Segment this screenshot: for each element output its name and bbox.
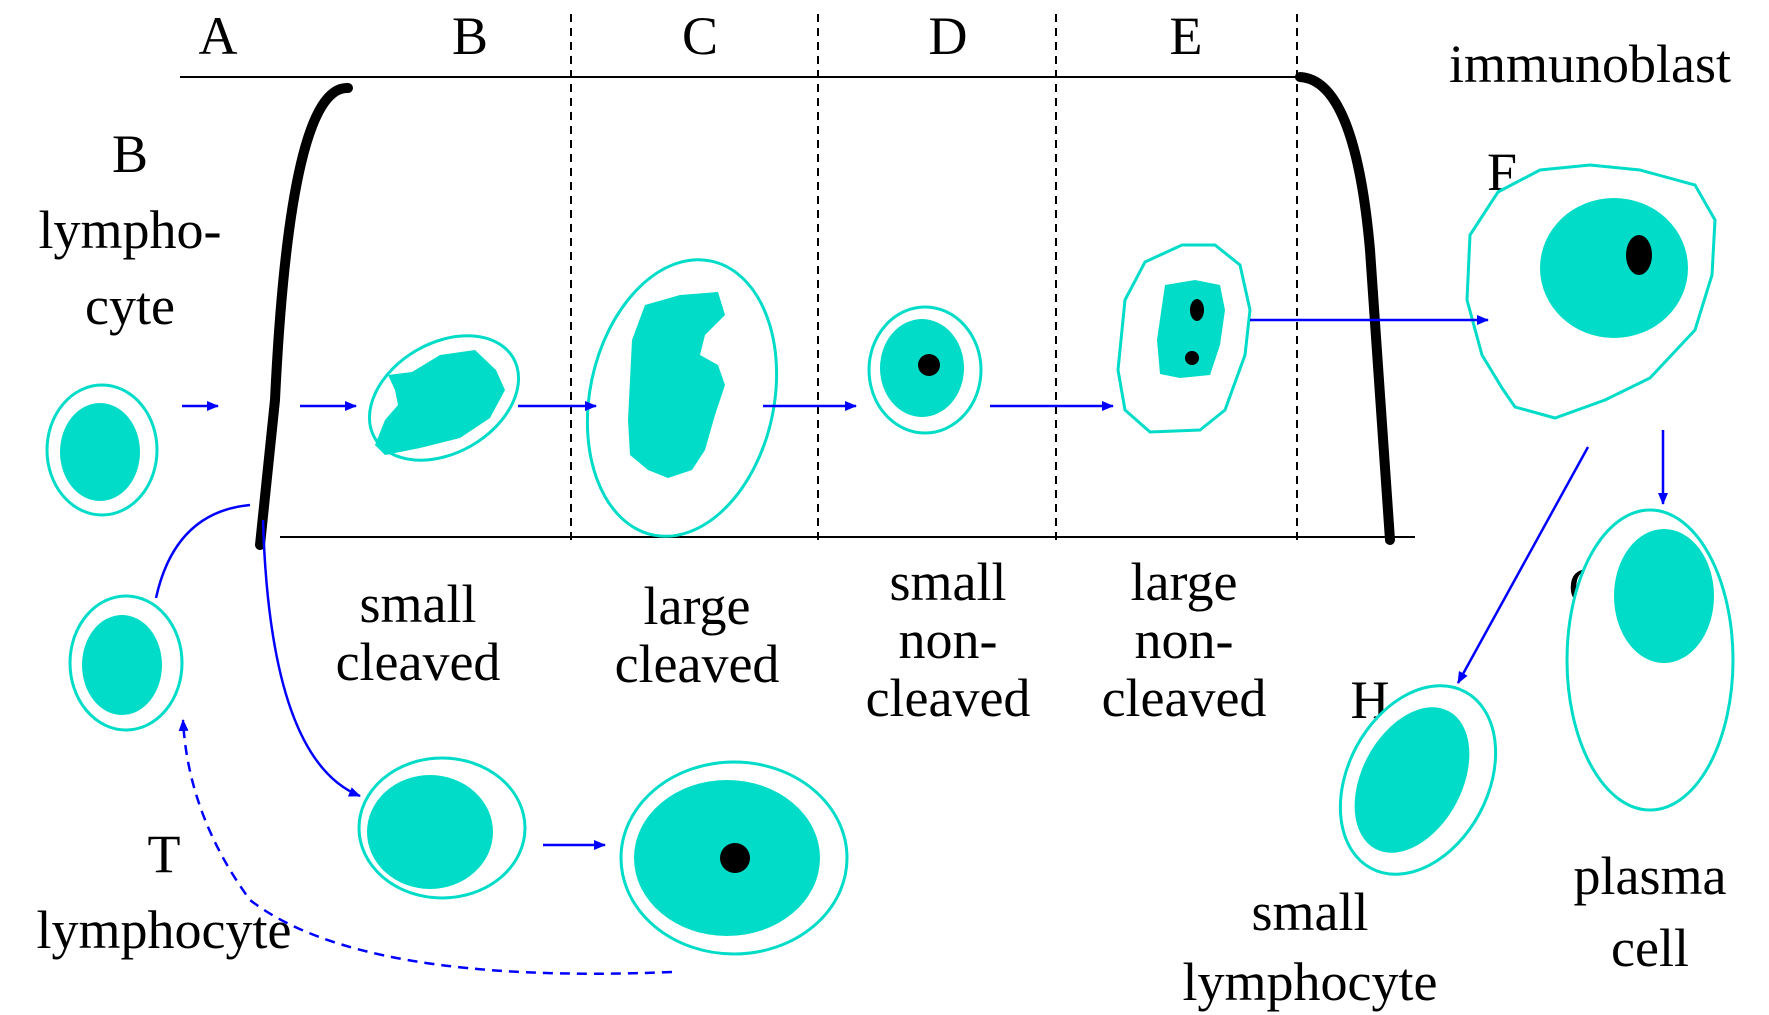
arrow-t-to-activated — [261, 519, 361, 798]
small-noncleaved-cell — [867, 305, 983, 435]
activated-t-cell — [357, 756, 527, 900]
stage-label-e: E — [1170, 6, 1203, 66]
nucleolus — [1190, 299, 1204, 321]
large-noncleaved-label-3: cleaved — [1102, 668, 1267, 728]
t-immunoblast-cell — [619, 760, 849, 956]
immunoblast-label: immunoblast — [1449, 34, 1731, 94]
large-cleaved-label-2: cleaved — [615, 634, 780, 694]
small-cleaved-label-1: small — [360, 574, 477, 634]
small-cleaved-cell — [367, 334, 521, 462]
germinal-center-frame — [180, 14, 1415, 550]
large-cleaved-label-1: large — [644, 576, 751, 636]
plasma-cell — [1565, 508, 1735, 812]
arrow-t-lymphocyte-link — [154, 503, 251, 599]
stage-label-d: D — [929, 6, 968, 66]
plasma-cell-label-1: plasma — [1574, 846, 1727, 906]
small-cleaved-label-2: cleaved — [336, 632, 501, 692]
small-noncleaved-label-3: cleaved — [866, 668, 1031, 728]
small-lymphocyte-label-2: lymphocyte — [1183, 952, 1438, 1012]
b-lymphocyte-label-3: cyte — [85, 276, 175, 336]
left-follicle-wall — [255, 83, 353, 550]
large-noncleaved-label-2: non- — [1135, 610, 1234, 670]
right-follicle-wall — [1295, 72, 1395, 545]
small-noncleaved-label-2: non- — [899, 610, 998, 670]
nucleolus — [1626, 235, 1652, 275]
t-lymphocyte-label-2: lymphocyte — [37, 900, 292, 960]
small-lymphocyte-label-1: small — [1252, 882, 1369, 942]
t-lymphocyte-label-1: T — [148, 824, 181, 884]
immunoblast-cell — [1465, 163, 1717, 420]
large-noncleaved-cell — [1116, 243, 1252, 434]
transition-arrows — [154, 315, 1668, 975]
large-cleaved-cell — [585, 258, 779, 538]
large-noncleaved-label-1: large — [1131, 552, 1238, 612]
stage-label-a: A — [199, 6, 238, 66]
nucleolus — [720, 843, 750, 873]
arrow-f-to-h — [1456, 446, 1590, 684]
stage-label-c: C — [682, 6, 718, 66]
cell-type-labels: B lympho- cyte immunoblast small cleaved… — [37, 34, 1731, 1012]
t-lymphocyte-cell — [68, 594, 184, 732]
plasma-cell-label-2: cell — [1611, 918, 1689, 978]
nucleolus — [1185, 351, 1199, 365]
small-lymphocyte-cell — [1338, 684, 1498, 876]
b-lymphocyte-label-1: B — [112, 124, 148, 184]
nucleolus — [918, 354, 940, 376]
b-lymphocyte-cell — [45, 383, 159, 517]
stage-label-b: B — [452, 6, 488, 66]
small-noncleaved-label-1: small — [890, 552, 1007, 612]
b-lymphocyte-label-2: lympho- — [39, 200, 222, 260]
